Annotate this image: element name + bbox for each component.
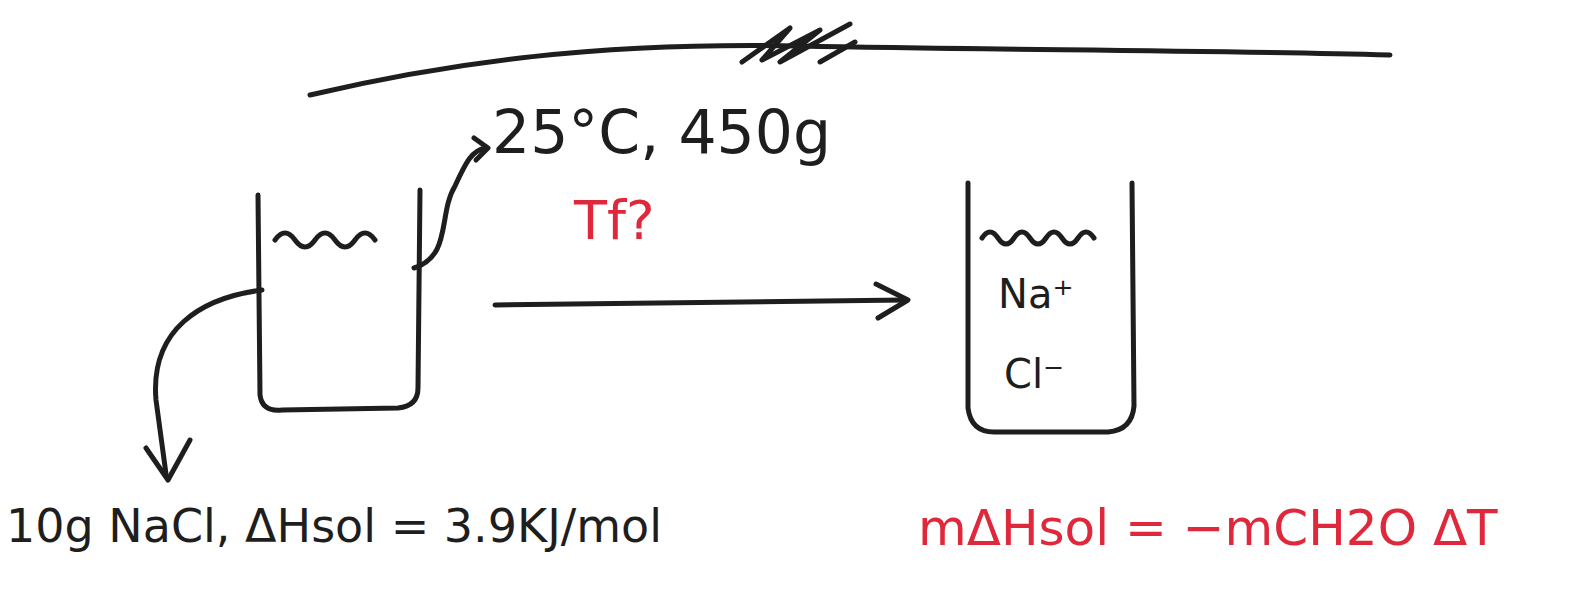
- solute-info: 10g NaCl, ΔHsol = 3.9KJ/mol: [6, 500, 662, 553]
- heat-balance-equation: mΔHsol = −mCH2O ΔT: [918, 500, 1498, 558]
- pointer-arrow: [156, 290, 262, 474]
- water-surface: [275, 233, 375, 247]
- leader-arrowhead: [474, 138, 488, 160]
- sample-conditions: 25°C, 450g: [492, 98, 831, 167]
- left-beaker: [258, 190, 420, 410]
- solution-beaker: Na⁺ Cl⁻: [962, 180, 1140, 442]
- unknown-temperature: Tf?: [574, 190, 655, 252]
- ion-label: Na⁺: [998, 272, 1074, 316]
- leader-line: [414, 148, 486, 268]
- water-surface: [982, 232, 1094, 244]
- ion-label: Cl⁻: [1004, 352, 1064, 396]
- scribble: [742, 24, 855, 62]
- reaction-arrow: [495, 300, 905, 305]
- reaction-arrowhead: [876, 284, 908, 318]
- pointer-arrowhead: [146, 440, 190, 480]
- top-line: [310, 45, 1390, 95]
- beaker-wall: [968, 183, 1134, 432]
